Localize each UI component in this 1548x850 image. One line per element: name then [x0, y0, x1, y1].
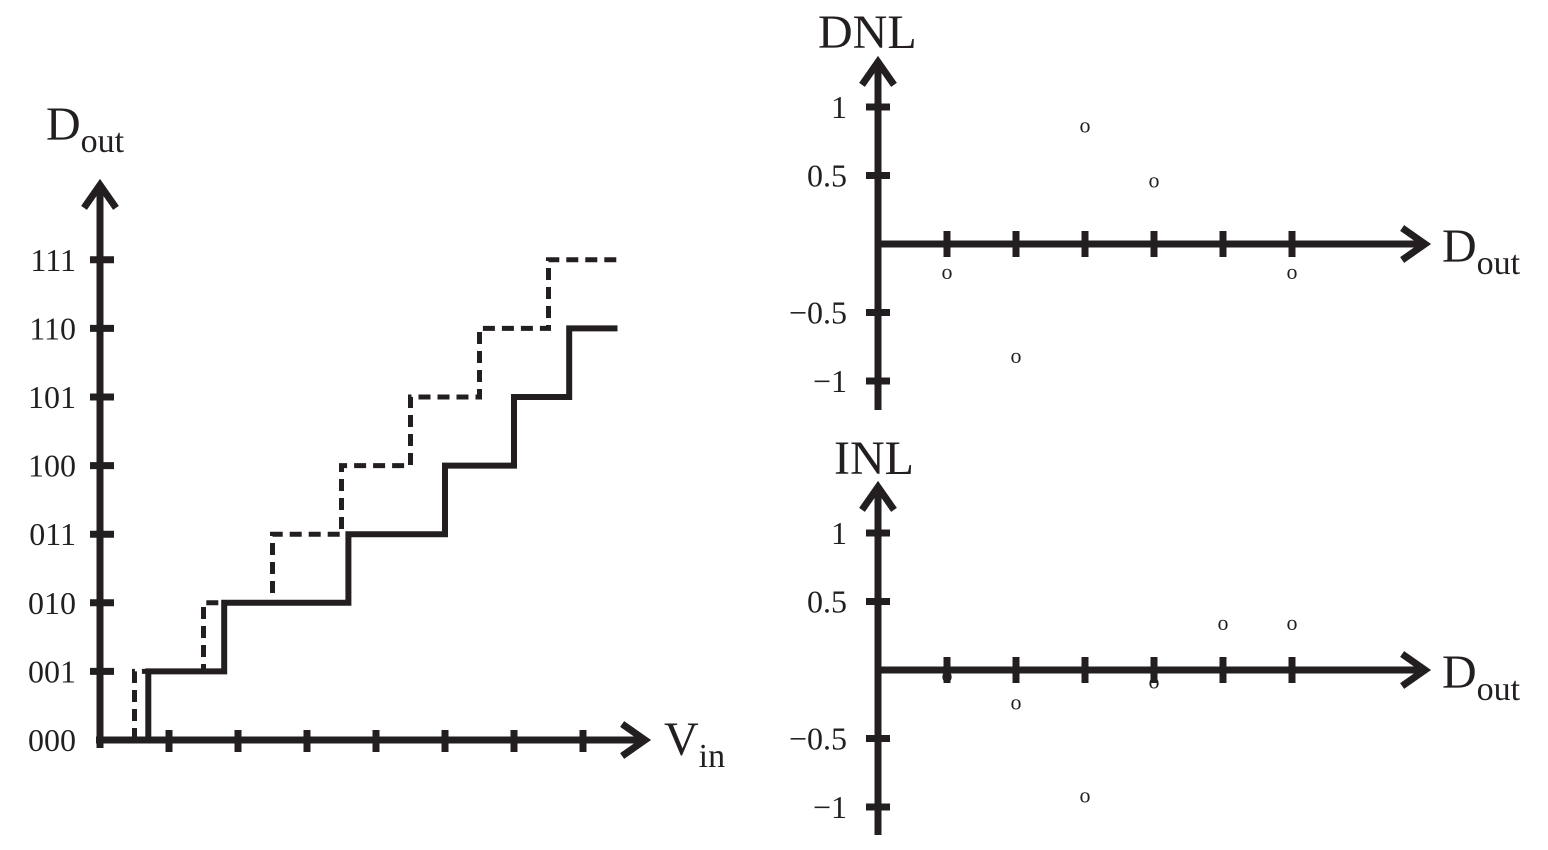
inl-y-ticks: 1 0.5 −0.5 −1	[789, 515, 890, 825]
inl-point: o	[1218, 610, 1229, 635]
dnl-point: o	[1011, 343, 1022, 368]
dnl-point: o	[1287, 259, 1298, 284]
transfer-y-tick-label: 110	[29, 310, 76, 346]
dnl-y-axis-label: DNL	[818, 6, 917, 59]
inl-point: o	[1149, 669, 1160, 694]
transfer-y-ticks: 000 001 010 011 100 101 110 111	[28, 242, 114, 758]
inl-point: o	[1287, 610, 1298, 635]
actual-transfer-line	[145, 325, 618, 740]
inl-point: o	[1080, 782, 1091, 807]
inl-x-axis-label: Dout	[1442, 646, 1521, 708]
dnl-y-tick-label: −1	[813, 363, 847, 399]
inl-point: o	[942, 662, 953, 687]
dnl-chart: 1 0.5 −0.5 −1 o o o o o DNL Dout	[789, 6, 1521, 410]
dnl-x-ticks	[943, 231, 1296, 257]
transfer-x-ticks	[165, 730, 587, 752]
transfer-y-tick-label: 011	[29, 516, 76, 552]
transfer-y-tick-label: 001	[28, 653, 76, 689]
transfer-series	[132, 257, 618, 740]
dnl-x-arrow	[1400, 225, 1432, 263]
ideal-transfer-line	[132, 257, 618, 740]
transfer-y-axis-label: Dout	[46, 98, 125, 160]
dnl-x-axis-label: Dout	[1442, 220, 1521, 282]
dnl-y-tick-label: 0.5	[807, 158, 847, 194]
transfer-y-tick-label: 111	[30, 242, 76, 278]
transfer-x-axis-label: Vin	[664, 713, 725, 775]
transfer-y-tick-label: 101	[28, 379, 76, 415]
inl-y-tick-label: −1	[813, 789, 847, 825]
transfer-chart: 000 001 010 011 100 101 110 111 Dout Vin	[28, 98, 725, 775]
inl-y-tick-label: −0.5	[789, 721, 847, 757]
inl-y-tick-label: 1	[831, 515, 847, 551]
transfer-y-tick-label: 100	[28, 448, 76, 484]
dnl-y-arrow	[859, 55, 897, 87]
dnl-y-tick-label: 1	[831, 89, 847, 125]
inl-points: o o o o o o	[942, 610, 1298, 808]
dnl-point: o	[1080, 113, 1091, 138]
transfer-y-arrow	[81, 178, 119, 210]
inl-x-ticks	[943, 657, 1296, 683]
dnl-y-tick-label: −0.5	[789, 295, 847, 331]
transfer-y-tick-label: 010	[28, 585, 76, 621]
inl-x-arrow	[1400, 651, 1432, 689]
dnl-y-ticks: 1 0.5 −0.5 −1	[789, 89, 890, 399]
inl-y-arrow	[859, 480, 897, 512]
transfer-x-arrow	[620, 721, 652, 759]
dnl-point: o	[942, 259, 953, 284]
inl-chart: 1 0.5 −0.5 −1 o o o o o o INL Dout	[789, 432, 1521, 835]
transfer-y-tick-label: 000	[28, 722, 76, 758]
dnl-point: o	[1149, 167, 1160, 192]
inl-y-axis-label: INL	[834, 432, 914, 485]
dnl-points: o o o o o	[942, 113, 1298, 368]
inl-point: o	[1011, 689, 1022, 714]
inl-y-tick-label: 0.5	[807, 584, 847, 620]
